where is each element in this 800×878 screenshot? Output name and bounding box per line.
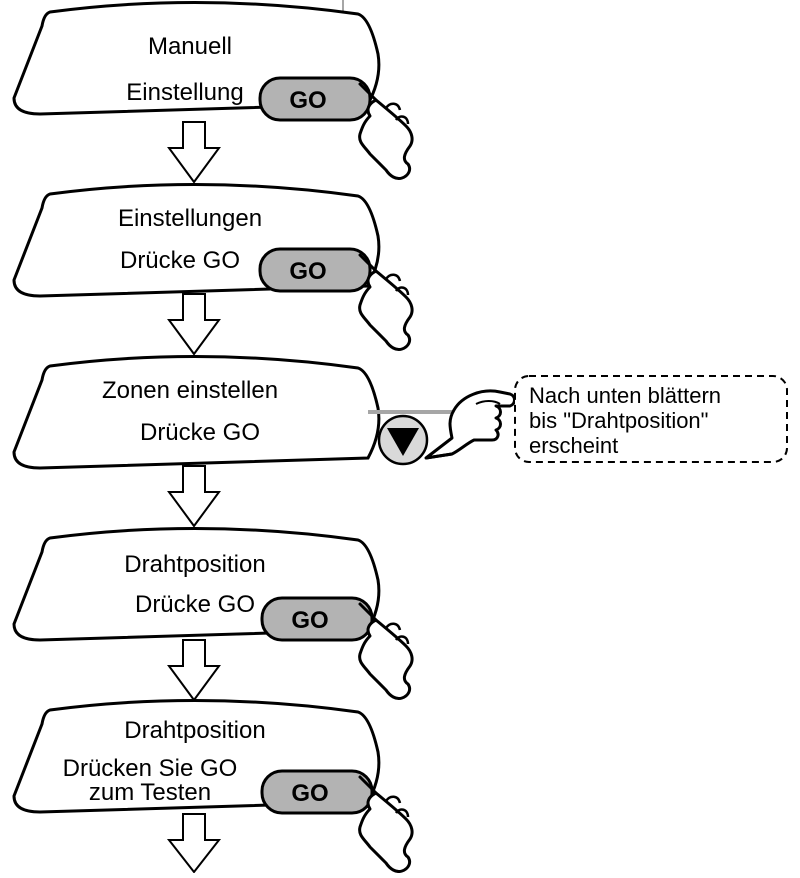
scroll-down-button[interactable] <box>377 414 429 466</box>
step-5-line1: Drahtposition <box>124 717 265 744</box>
step-4-go-label: GO <box>291 607 328 634</box>
step-5-line2: Drücken Sie GO <box>63 755 238 782</box>
step-5-line3: zum Testen <box>89 779 211 806</box>
note-line1: Nach unten blättern <box>529 383 721 408</box>
down-arrow-icon <box>166 813 222 874</box>
step-5-go-button[interactable]: GO <box>260 769 374 815</box>
step-1-line2: Einstellung <box>126 79 243 106</box>
note-line2: bis "Drahtposition" <box>529 408 708 433</box>
note-line3: erscheint <box>529 433 618 458</box>
down-arrow-icon <box>168 293 220 355</box>
step-1-go-label: GO <box>289 87 326 114</box>
step-4-line1: Drahtposition <box>124 551 265 578</box>
scroll-note: Nach unten blättern bis "Drahtposition" … <box>514 375 788 463</box>
step-2-go-label: GO <box>289 258 326 285</box>
step-3-line2: Drücke GO <box>140 419 260 446</box>
step-4-go-button[interactable]: GO <box>260 596 374 642</box>
step-1-go-button[interactable]: GO <box>258 76 372 122</box>
down-arrow-icon <box>168 465 220 527</box>
step-2-line2: Drücke GO <box>120 247 240 274</box>
hand-pointer-icon <box>424 389 516 460</box>
step-3-screen <box>12 355 381 470</box>
step-2-go-button[interactable]: GO <box>258 247 372 293</box>
down-arrow-icon <box>168 121 220 183</box>
step-3: Zonen einstellen Drücke GO <box>12 355 381 470</box>
triangle-down-icon <box>387 428 419 456</box>
down-arrow-icon <box>168 639 220 701</box>
step-3-line1: Zonen einstellen <box>102 377 278 404</box>
step-5-go-label: GO <box>291 780 328 807</box>
step-4-line2: Drücke GO <box>135 591 255 618</box>
step-2-line1: Einstellungen <box>118 205 262 232</box>
step-1-line1: Manuell <box>148 33 232 60</box>
